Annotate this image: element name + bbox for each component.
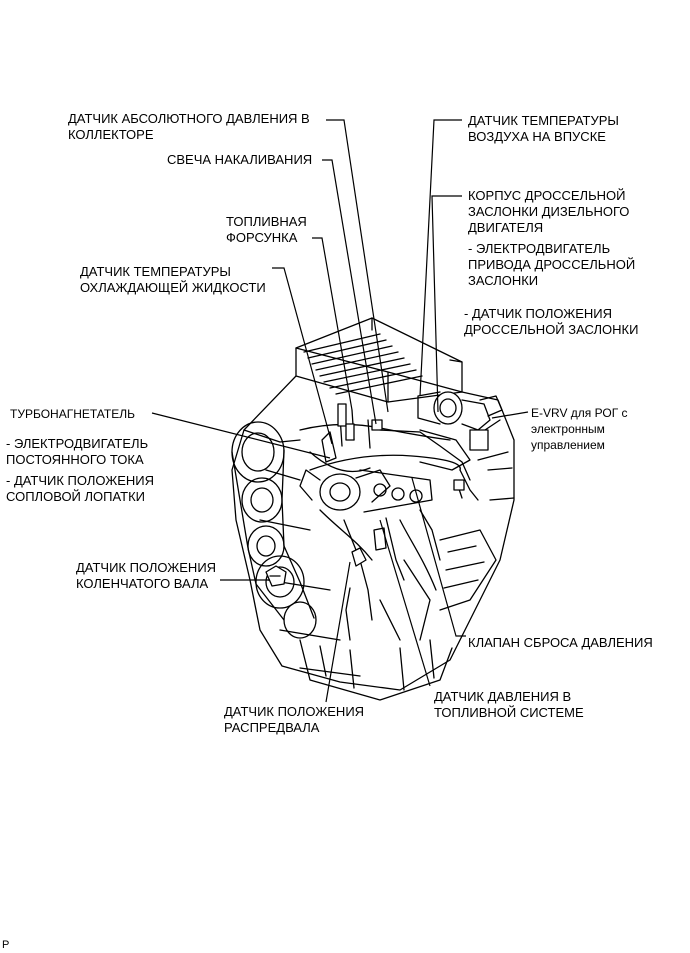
leader-turbo [151, 412, 331, 459]
label-throttle-body: КОРПУС ДРОССЕЛЬНОЙ ЗАСЛОНКИ ДИЗЕЛЬНОГО Д… [468, 188, 630, 235]
label-nozzle-vane-sensor: - ДАТЧИК ПОЛОЖЕНИЯ СОПЛОВОЙ ЛОПАТКИ [6, 473, 154, 504]
label-crank-sensor: ДАТЧИК ПОЛОЖЕНИЯ КОЛЕНЧАТОГО ВАЛА [76, 560, 217, 591]
fuel-lines [299, 403, 479, 621]
label-injector: ТОПЛИВНАЯ ФОРСУНКА [226, 214, 307, 245]
leader-lines [151, 119, 529, 703]
label-egr-valve: E-VRV для РОГ с электронным управлением [531, 406, 628, 452]
wiring [309, 451, 441, 641]
label-glow-plug: СВЕЧА НАКАЛИВАНИЯ [167, 152, 313, 167]
pulleys [231, 421, 317, 639]
label-cam-sensor: ДАТЧИК ПОЛОЖЕНИЯ РАСПРЕДВАЛА [224, 704, 365, 735]
label-turbocharger: ТУРБОНАГНЕТАТЕЛЬ [10, 407, 135, 421]
label-intake-air-temp: ДАТЧИК ТЕМПЕРАТУРЫ ВОЗДУХА НА ВПУСКЕ [468, 113, 619, 144]
label-throttle-motor: - ЭЛЕКТРОДВИГАТЕЛЬ ПРИВОДА ДРОССЕЛЬНОЙ З… [468, 241, 636, 288]
leader-injector [312, 237, 353, 411]
leader-intake-air-temp [419, 119, 462, 397]
label-fuel-pressure-sensor: ДАТЧИК ДАВЛЕНИЯ В ТОПЛИВНОЙ СИСТЕМЕ [434, 689, 584, 720]
turbocharger [299, 431, 433, 513]
leader-cam-sensor [325, 561, 351, 703]
label-dc-motor: - ЭЛЕКТРОДВИГАТЕЛЬ ПОСТОЯННОГО ТОКА [6, 436, 149, 467]
leader-coolant-temp [272, 267, 333, 445]
label-map-sensor: ДАТЧИК АБСОЛЮТНОГО ДАВЛЕНИЯ В КОЛЛЕКТОРЕ [68, 111, 310, 142]
corner-mark: P [2, 939, 10, 951]
leader-map-sensor [326, 119, 389, 413]
leader-relief-valve [411, 477, 466, 637]
label-throttle-position: - ДАТЧИК ПОЛОЖЕНИЯ ДРОССЕЛЬНОЙ ЗАСЛОНКИ [464, 306, 639, 337]
leader-fuel-pressure [379, 519, 431, 687]
label-coolant-temp: ДАТЧИК ТЕМПЕРАТУРЫ ОХЛАЖДАЮЩЕЙ ЖИДКОСТИ [80, 264, 266, 295]
throttle-body [417, 391, 503, 471]
label-relief-valve: КЛАПАН СБРОСА ДАВЛЕНИЯ [468, 635, 653, 650]
leader-throttle-body [431, 195, 462, 413]
leader-egr-valve [491, 411, 529, 419]
leader-glow-plug [322, 159, 377, 425]
